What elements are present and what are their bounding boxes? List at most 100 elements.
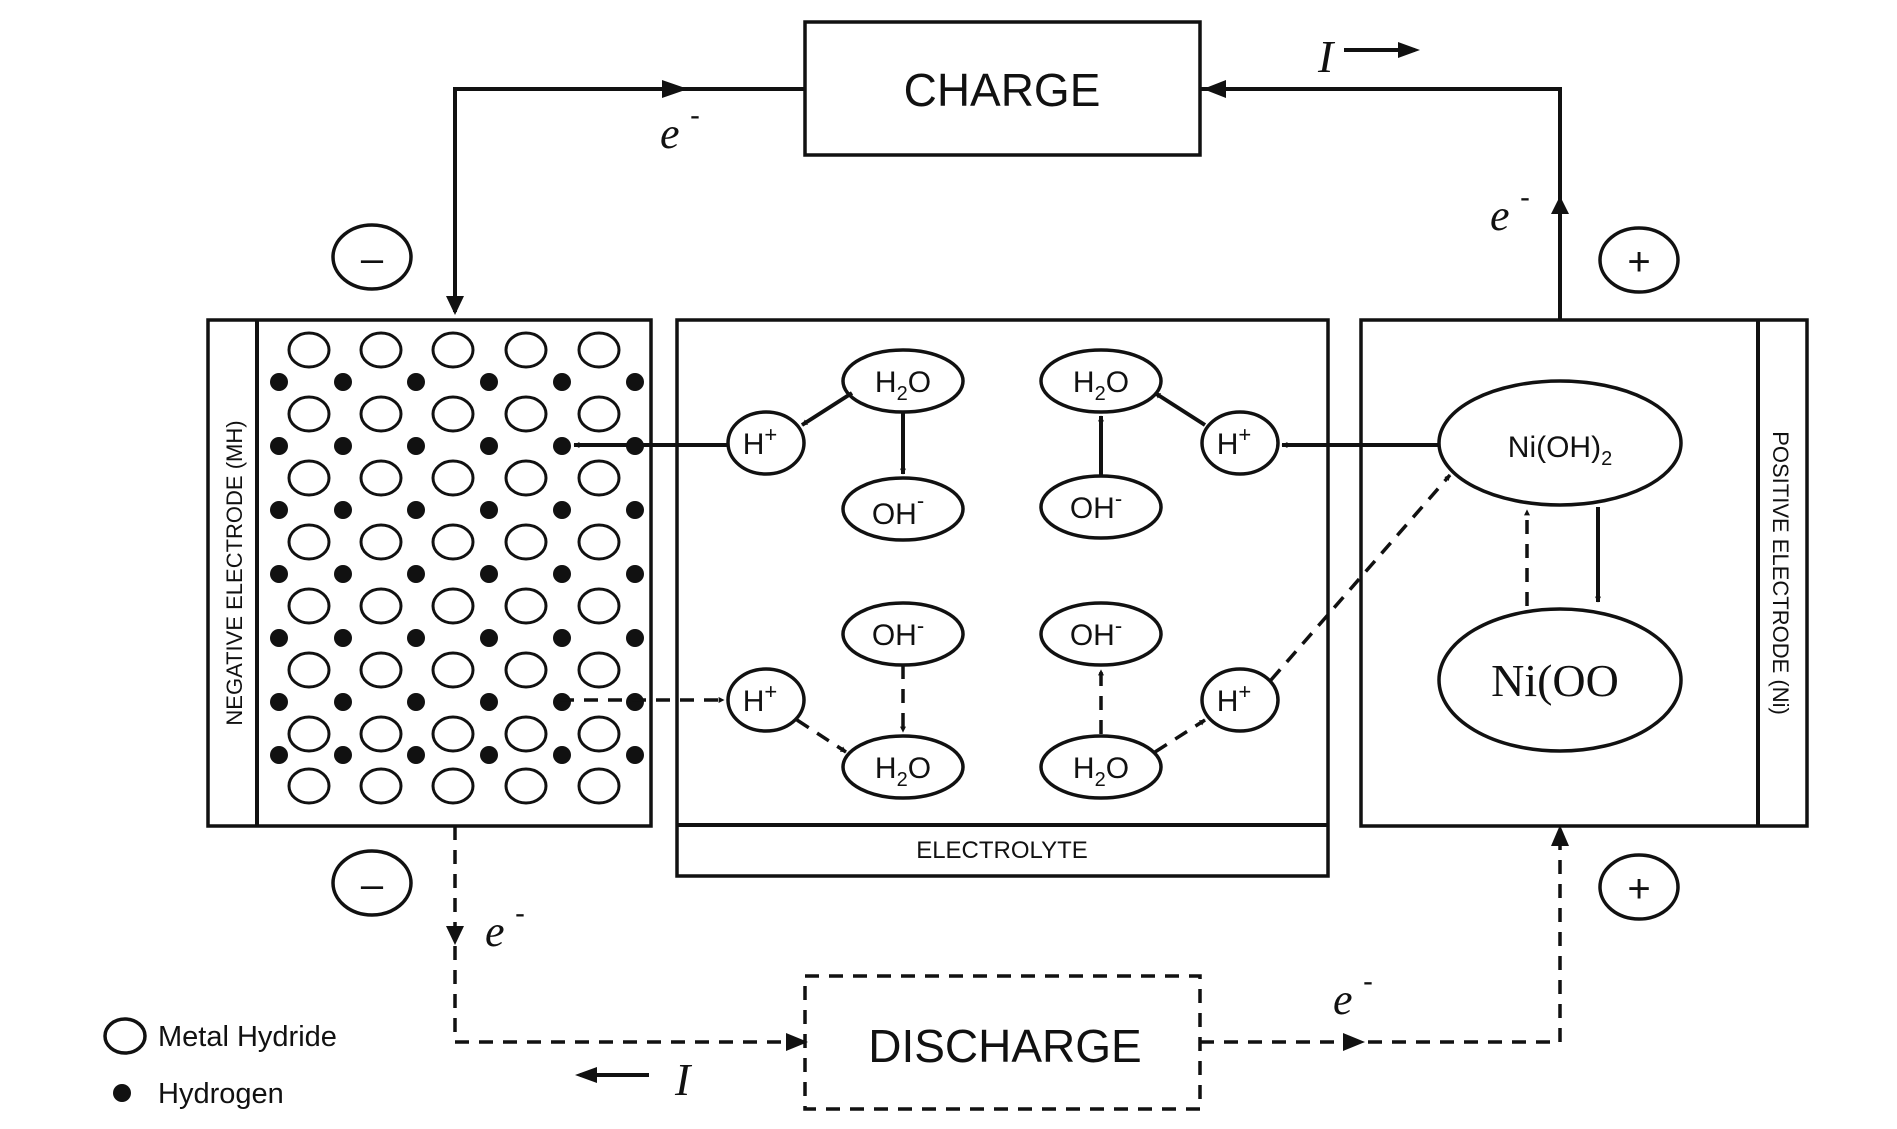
metal-hydride-site (287, 523, 331, 561)
metal-hydride-site (359, 651, 403, 689)
negative-terminal-bottom: – (331, 849, 413, 917)
hydrogen-atom (407, 565, 425, 583)
hydrogen-atom (553, 501, 571, 519)
svg-text:OH-: OH- (872, 613, 924, 652)
hydrogen-atom (626, 565, 644, 583)
charge-box (803, 20, 1202, 157)
electrolyte-label: ELECTROLYTE (916, 837, 1088, 864)
hydrogen-atom (334, 373, 352, 391)
hydrogen-atom (626, 501, 644, 519)
hydrogen-atom (626, 746, 644, 764)
svg-text:e: e (660, 109, 680, 158)
nickel-oxyhydroxide: Ni(OO (1437, 607, 1683, 753)
svg-text:H+: H+ (743, 422, 778, 461)
svg-text:H2O: H2O (1073, 752, 1129, 791)
metal-hydride-site (504, 715, 548, 753)
positive-terminal-top: + (1598, 226, 1680, 294)
svg-text:Ni(OH)2: Ni(OH)2 (1508, 431, 1612, 470)
charge-wire-arrowhead-up (1551, 196, 1569, 214)
metal-hydride-site (577, 715, 621, 753)
metal-hydride-site (431, 395, 475, 433)
metal-hydride-site (287, 331, 331, 369)
hydrogen-atom (334, 437, 352, 455)
positive-terminal-bottom: + (1598, 853, 1680, 921)
charge-wire-arrowhead-down (446, 296, 464, 315)
current-label-bottom: I (674, 1054, 693, 1105)
metal-hydride-site (287, 715, 331, 753)
hydrogen-atom (480, 629, 498, 647)
hydrogen-atom (407, 693, 425, 711)
hydrogen-atom (480, 437, 498, 455)
hydrogen-atom (407, 373, 425, 391)
svg-text:+: + (1627, 240, 1650, 284)
water-molecule-discharge-left: H2O (841, 734, 965, 800)
hydrogen-atom (480, 693, 498, 711)
charge-wire-arrowhead-into-box (1203, 80, 1226, 98)
hydrogen-atom (553, 629, 571, 647)
nickel-hydroxide: Ni(OH)2 (1437, 379, 1683, 507)
svg-text:e: e (1490, 191, 1510, 240)
svg-text:H2O: H2O (875, 752, 931, 791)
metal-hydride-site (577, 395, 621, 433)
hydrogen-atom (407, 501, 425, 519)
arrow-proton-to-water-left (796, 718, 847, 754)
svg-text:H+: H+ (1217, 422, 1252, 461)
svg-text:Ni(OO: Ni(OO (1491, 655, 1619, 706)
arrow-water-to-proton-left (800, 391, 854, 427)
svg-text:-: - (1363, 965, 1373, 998)
metal-hydride-site (577, 459, 621, 497)
metal-hydride-site (287, 767, 331, 805)
metal-hydride-site (359, 459, 403, 497)
arrow-water-to-proton-right (1154, 718, 1206, 754)
metal-hydride-site (431, 651, 475, 689)
electron-label-discharge-right: e - (1333, 965, 1373, 1024)
discharge-wire-arrowhead-down (446, 926, 464, 945)
svg-text:-: - (690, 99, 700, 132)
discharge-wire-arrowhead-into-box (786, 1033, 808, 1051)
hydrogen-atom (270, 746, 288, 764)
hydrogen-atom (407, 629, 425, 647)
proton-discharge-right: H+ (1200, 667, 1280, 733)
legend-metal-hydride-symbol (103, 1017, 147, 1055)
metal-hydride-site (431, 587, 475, 625)
metal-hydride-site (504, 767, 548, 805)
hydrogen-atom (480, 565, 498, 583)
hydroxide-ion-charge-left: OH- (841, 476, 965, 542)
negative-terminal-top: – (331, 223, 413, 291)
svg-text:-: - (515, 897, 525, 930)
hydrogen-atom (270, 501, 288, 519)
metal-hydride-site (287, 395, 331, 433)
metal-hydride-site (504, 395, 548, 433)
metal-hydride-site (504, 331, 548, 369)
hydrogen-atom (480, 501, 498, 519)
current-arrowhead-top (1398, 42, 1420, 58)
electron-label-charge-left: e - (660, 99, 700, 158)
hydrogen-atom (334, 565, 352, 583)
hydrogen-atom (270, 373, 288, 391)
hydrogen-atom (553, 746, 571, 764)
arrow-proton-to-nioh2 (1269, 473, 1452, 682)
svg-text:H2O: H2O (1073, 366, 1129, 405)
discharge-wire-negative (453, 826, 805, 1044)
svg-text:OH-: OH- (872, 488, 924, 531)
water-molecule-discharge-right: H2O (1039, 734, 1163, 800)
hydrogen-atom (270, 693, 288, 711)
svg-text:OH-: OH- (1070, 613, 1122, 652)
hydrogen-atom (553, 565, 571, 583)
hydrogen-atom (334, 629, 352, 647)
svg-text:–: – (361, 237, 384, 281)
legend: Metal Hydride Hydrogen (103, 1017, 337, 1110)
hydrogen-atom (407, 437, 425, 455)
proton-discharge-left: H+ (726, 667, 806, 733)
metal-hydride-site (431, 523, 475, 561)
metal-hydride-site (359, 587, 403, 625)
discharge-label: DISCHARGE (868, 1020, 1141, 1072)
hydrogen-atom (407, 746, 425, 764)
hydrogen-atom (334, 693, 352, 711)
svg-text:e: e (1333, 975, 1353, 1024)
svg-text:H+: H+ (743, 679, 778, 718)
metal-hydride-site (359, 395, 403, 433)
water-molecule-charge-right: H2O (1039, 348, 1163, 414)
hydrogen-atom (270, 565, 288, 583)
metal-hydride-site (431, 715, 475, 753)
